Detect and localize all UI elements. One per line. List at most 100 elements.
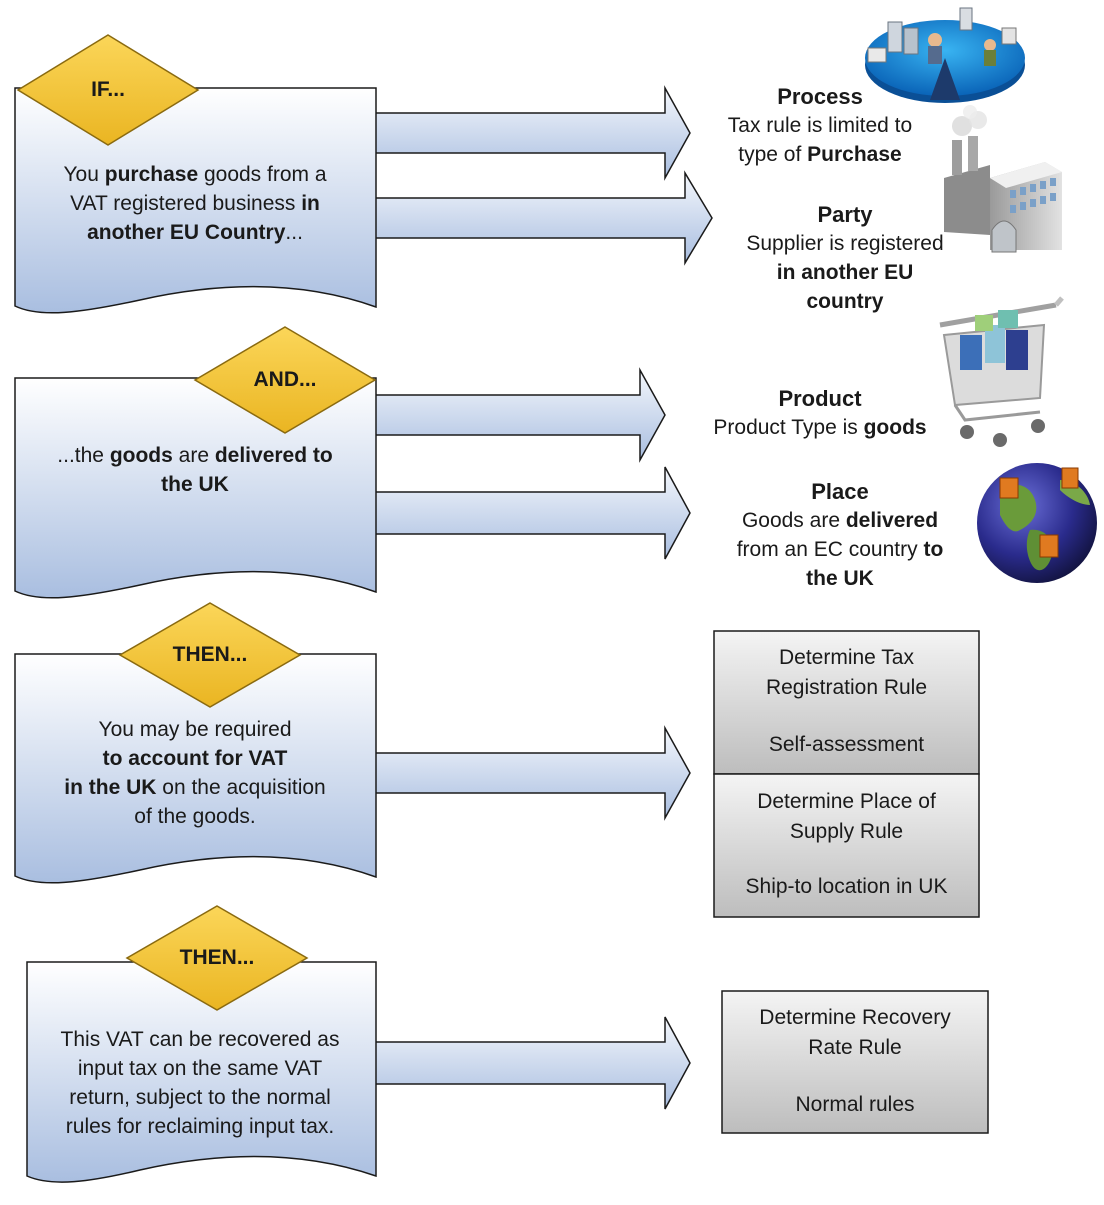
diamond-then-2 [125,905,309,1011]
text-run: You may be required [98,718,292,741]
entity-title-process: Process [777,84,863,109]
rule-title-line: Rate Rule [808,1036,902,1059]
text-line: in the UK on the acquisition [25,773,365,802]
condition-text-and: ...the goods are delivered to the UK [20,441,370,499]
rule-box-registration [713,630,980,775]
text-line: You may be required [25,715,365,744]
rule-box-place-of-supply-text: Determine Place of Supply Rule Ship-to l… [714,787,979,902]
bold-text-run: goods [863,416,927,439]
rule-box-registration-text: Determine Tax Registration Rule Self-ass… [714,643,979,760]
doc-shape-then-2 [26,961,377,1183]
text-run: This VAT can be recovered as [60,1028,340,1051]
text-line: Goods are delivered [705,506,975,535]
text-line: the UK [705,564,975,593]
diamond-if [16,34,200,146]
rule-title-line: Registration Rule [765,676,928,699]
text-run: VAT registered business [70,192,302,215]
text-line: ...the goods are delivered to [20,441,370,470]
text-run: ...the [57,444,110,467]
condition-label-if: IF... [91,78,125,101]
text-run: type of [738,143,808,166]
rule-value: Self-assessment [768,733,925,756]
text-run: rules for reclaiming input tax. [65,1115,335,1138]
entity-desc-product: Product Type is goods [690,413,950,442]
bold-text-run: to account for VAT [102,747,288,770]
process-globe-icon [865,7,1025,103]
text-run: Supplier is registered [746,232,944,255]
bold-text-run: in [301,192,320,215]
arrow-and-product [359,367,666,463]
bold-text-run: the UK [806,567,874,590]
rule-title-line: Determine Recovery [759,1006,951,1029]
rule-box-recovery [721,990,989,1134]
text-run: ... [285,221,303,244]
bold-text-run: Purchase [807,143,902,166]
arrow-then-rules [359,725,691,821]
rule-title-line: Determine Tax [778,646,914,669]
doc-shapes [14,87,377,1183]
condition-label-then-1: THEN... [172,643,248,666]
text-line: rules for reclaiming input tax. [30,1112,370,1141]
rule-title-line: Supply Rule [789,820,904,843]
text-line: Product Type is goods [690,413,950,442]
doc-shape-if [14,87,377,314]
text-run: on the acquisition [156,776,326,799]
text-run: from an EC country [736,538,924,561]
entity-desc-party: Supplier is registered in another EU count… [715,229,975,316]
bold-text-run: delivered [845,509,939,532]
diamond-then-1 [118,602,302,708]
text-line: country [715,287,975,316]
doc-shape-then-1 [14,653,377,884]
bold-text-run: in another EU [776,261,914,284]
bold-text-run: country [806,290,884,313]
entity-product: Product Product Type is goods [690,384,950,442]
rule-boxes [713,630,989,1134]
text-line: return, subject to the normal [30,1083,370,1112]
text-run: goods from a [198,163,327,186]
arrow-then-recovery [359,1016,691,1110]
rule-value: Normal rules [795,1093,915,1116]
condition-text-if: You purchase goods from a VAT registered … [25,160,365,247]
bold-text-run: purchase [104,163,199,186]
text-line: You purchase goods from a [25,160,365,189]
text-line: the UK [20,470,370,499]
rule-title-line: Determine Place of [757,790,936,813]
entity-party: Party Supplier is registered in another E… [715,200,975,316]
diamonds [16,34,377,1011]
text-run: You [63,163,105,186]
text-line: Supplier is registered [715,229,975,258]
text-run: of the goods. [134,805,256,828]
arrow-if-party [359,170,713,266]
factory-icon [944,105,1062,253]
text-line: of the goods. [25,802,365,831]
entity-desc-process: Tax rule is limited to type of Purchase [700,111,940,169]
rule-box-place-of-supply [713,773,980,918]
entity-title-place: Place [811,479,869,504]
text-line: in another EU [715,258,975,287]
text-run: input tax on the same VAT [77,1057,323,1080]
globe-icon [977,463,1097,583]
bold-text-run: another EU Country [87,221,286,244]
condition-label-then-2: THEN... [179,946,255,969]
entity-process: Process Tax rule is limited to type of Pu… [700,82,940,169]
arrow-and-place [359,466,691,560]
shopping-cart-icon [939,296,1064,447]
text-run: are [172,444,215,467]
bold-text-run: to [923,538,944,561]
diamond-and [193,326,377,434]
bold-text-run: the UK [161,473,229,496]
entity-title-party: Party [817,202,873,227]
bold-text-run: in the UK [64,776,157,799]
arrow-if-process [359,85,691,181]
text-line: from an EC country to [705,535,975,564]
condition-text-then-2: This VAT can be recovered as input tax on… [30,1025,370,1141]
text-line: input tax on the same VAT [30,1054,370,1083]
text-line: to account for VAT [25,744,365,773]
arrows [359,85,713,1110]
rule-box-recovery-text: Determine Recovery Rate Rule Normal rule… [722,1003,988,1120]
text-run: return, subject to the normal [69,1086,331,1109]
text-run: Tax rule is limited to [727,114,913,137]
